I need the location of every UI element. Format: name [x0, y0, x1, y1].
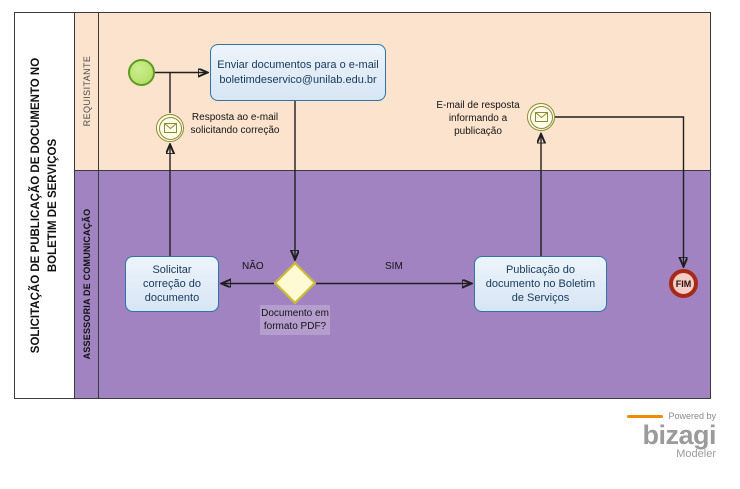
task-request-correction[interactable]: Solicitar correção do documento — [125, 256, 219, 312]
message-envelope-icon — [163, 123, 177, 133]
start-event[interactable] — [128, 59, 155, 86]
end-event[interactable]: FIM — [669, 269, 698, 298]
brand-accent-line — [627, 414, 664, 418]
message-event-reply-publication-label: E-mail de resposta informando a publicaç… — [436, 100, 520, 137]
modeler-text: Modeler — [676, 448, 716, 461]
powered-by-row: Powered by — [606, 411, 716, 421]
lane-requisitante-header: REQUISITANTE — [75, 13, 99, 170]
task-publish-document-label: Publicação do documento no Boletim de Se… — [485, 263, 596, 305]
bizagi-logo-text: bizagi — [642, 420, 716, 450]
bizagi-watermark: Powered by bizagi Modeler — [606, 411, 717, 461]
task-publish-document[interactable]: Publicação do documento no Boletim de Se… — [474, 256, 607, 312]
message-event-reply-correction-label: Resposta ao e-mail solicitando correção — [190, 112, 280, 136]
task-request-correction-label: Solicitar correção do documento — [142, 263, 202, 305]
lane-assessoria-header: ASSESSORIA DE COMUNICAÇÃO — [75, 171, 99, 398]
task-send-documents[interactable]: Enviar documentos para o e-mail boletimd… — [210, 44, 386, 101]
message-envelope-icon — [534, 112, 548, 122]
pool-header: SOLICITAÇÃO DE PUBLICAÇÃO DE DOCUMENTO N… — [15, 13, 75, 398]
message-event-reply-correction[interactable] — [156, 114, 184, 142]
gateway-pdf-format-label: Documento em formato PDF? — [260, 305, 330, 335]
lane-requisitante: REQUISITANTE — [75, 13, 710, 171]
flow-label-yes: SIM — [385, 261, 403, 272]
flow-label-no: NÃO — [242, 261, 264, 272]
lane-assessoria-label: ASSESSORIA DE COMUNICAÇÃO — [82, 208, 92, 360]
lane-requisitante-label: REQUISITANTE — [82, 55, 92, 127]
task-send-documents-label: Enviar documentos para o e-mail boletimd… — [217, 59, 379, 86]
end-event-label: FIM — [675, 278, 692, 289]
message-event-reply-publication[interactable] — [527, 103, 555, 131]
pool-title: SOLICITAÇÃO DE PUBLICAÇÃO DE DOCUMENTO N… — [30, 57, 59, 354]
powered-by-text: Powered by — [668, 411, 716, 421]
